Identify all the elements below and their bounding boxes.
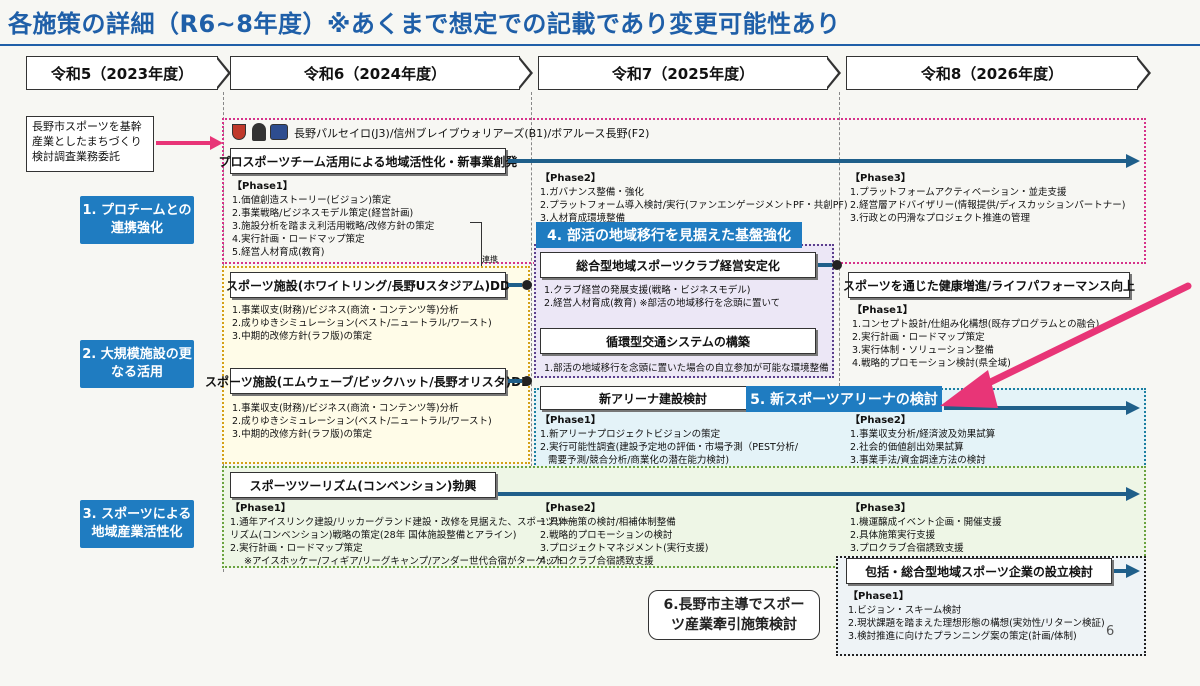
warriors-logo-icon	[252, 123, 266, 141]
page-number: 6	[1106, 624, 1115, 639]
timeline-arrow	[508, 159, 1128, 163]
facility1-arrow	[508, 283, 522, 287]
year-separator	[839, 92, 840, 652]
page-title: 各施策の詳細（R6~8年度）※あくまで想定での記載であり変更可能性あり	[8, 10, 841, 38]
commission-note: 長野市スポーツを基幹産業としたまちづくり検討調査業務委託	[26, 116, 154, 172]
timeline-arrow-head	[1126, 154, 1140, 168]
wellness-label: スポーツを通じた健康増進/ライフパフォーマンス向上	[843, 272, 1135, 298]
theme-2-badge: 2. 大規模施設の更なる活用	[80, 340, 194, 388]
pink-arrow-head	[210, 136, 223, 150]
tourism-label: スポーツツーリズム(コンベンション)勃興	[230, 472, 496, 498]
theme-6-box: 6.長野市主導でスポーツ産業牽引施策検討	[648, 590, 820, 640]
club-arrow	[818, 263, 832, 267]
facility2-label: スポーツ施設(エムウェーブ/ビックハット/長野オリスタ)DD	[205, 368, 531, 394]
theme-1-badge: 1. プロチームとの連携強化	[80, 196, 194, 244]
club-dot	[832, 260, 842, 270]
tourism-arrow-head	[1126, 487, 1140, 501]
parceiro-logo-icon	[232, 124, 246, 140]
teams-line: 長野パルセイロ(J3)/信州ブレイブウォリアーズ(B1)/ボアルース長野(F2)	[294, 127, 650, 140]
club-items: 1.クラブ経営の発展支援(戦略・ビジネスモデル)2.経営人材育成(教育) ※部活…	[544, 285, 781, 310]
year-header-r6: 令和6（2024年度）	[230, 56, 533, 90]
transport-items: 1.部活の地域移行を念頭に置いた場合の自立参加が可能な環境整備	[544, 363, 829, 374]
year-separator	[531, 92, 532, 562]
facility-zone	[222, 266, 530, 464]
facility2-dot	[522, 376, 532, 386]
year-header-r7: 令和7（2025年度）	[538, 56, 841, 90]
theme-5-badge: 5. 新スポーツアリーナの検討	[746, 386, 942, 412]
enterprise-arrow-head	[1126, 564, 1140, 578]
tourism-arrow	[498, 492, 1128, 496]
year-header-r8: 令和8（2026年度）	[846, 56, 1151, 90]
facility2-arrow	[508, 379, 522, 383]
facility1-dot	[522, 280, 532, 290]
club-label: 総合型地域スポーツクラブ経営安定化	[540, 252, 816, 278]
facility1-label: スポーツ施設(ホワイトリング/長野Uスタジアム)DD	[226, 272, 510, 298]
pro-team-label: プロスポーツチーム活用による地域活性化・新事業創発	[218, 148, 518, 174]
enterprise-arrow	[1114, 569, 1128, 573]
arena-arrow	[944, 406, 1126, 410]
pink-arrow-shaft	[156, 141, 212, 145]
voarhuse-logo-icon	[270, 124, 288, 140]
year-header-r5: 令和5（2023年度）	[26, 56, 231, 90]
title-divider	[0, 44, 1200, 46]
enterprise-label: 包括・総合型地域スポーツ企業の設立検討	[846, 558, 1112, 584]
link-note: 連携	[482, 255, 498, 264]
theme-4-badge: 4. 部活の地域移行を見据えた基盤強化	[536, 222, 802, 248]
wellness-items: 【Phase1】 1.コンセプト設計/仕組み化構想(既存プログラムとの融合)2.…	[852, 305, 1100, 370]
transport-label: 循環型交通システムの構築	[540, 328, 816, 354]
pink-annotation-arrow	[940, 282, 1192, 408]
arena-label: 新アリーナ建設検討	[540, 386, 766, 410]
tourism-phase1: 【Phase1】 1.通年アイスリンク建設/リッカーグランド建設・改修を見据えた…	[230, 503, 574, 568]
theme-3-badge: 3. スポーツによる地域産業活性化	[80, 500, 194, 548]
arena-arrow-head	[1126, 401, 1140, 415]
